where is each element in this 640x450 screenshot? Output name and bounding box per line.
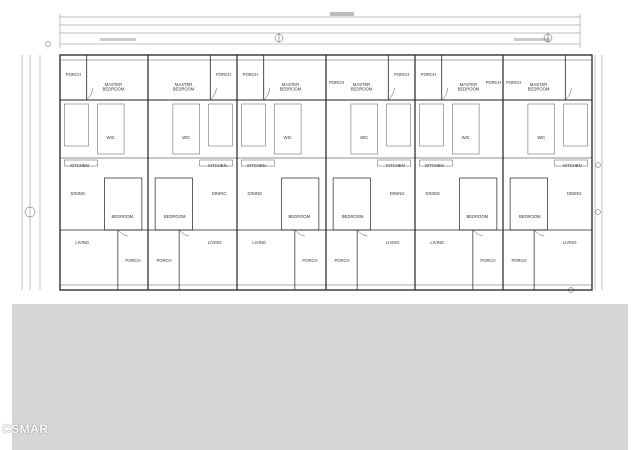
left-dimension-lines xyxy=(21,55,603,293)
room-label-wic: WIC xyxy=(360,135,368,140)
north-arrow-icon xyxy=(45,33,553,47)
room-label-porch: PORCH xyxy=(334,258,349,263)
room-label-living: LIVING xyxy=(386,240,400,245)
room-label-bedroom: BEDROOM xyxy=(164,214,186,219)
room-label-kitchen: KITCHEN xyxy=(425,163,443,168)
room-label-dining: DINING xyxy=(70,191,85,196)
room-label-porch: PORCH xyxy=(216,72,231,77)
room-label-dining: DINING xyxy=(567,191,582,196)
room-label-porch: PORCH xyxy=(480,258,495,263)
room-label-bedroom: BEDROOM xyxy=(111,214,133,219)
room-label-kitchen: KITCHEN xyxy=(247,163,265,168)
room-label-porch: PORCH xyxy=(302,258,317,263)
room-label-porch: PORCH xyxy=(486,80,501,85)
room-label-master-bedroom: BEDROOM xyxy=(280,87,302,92)
room-label-master-bedroom: MASTER xyxy=(460,82,477,87)
room-label-master-bedroom: MASTER xyxy=(105,82,122,87)
room-label-wic: WIC xyxy=(284,135,292,140)
room-label-master-bedroom: BEDROOM xyxy=(458,87,480,92)
room-label-master-bedroom: BEDROOM xyxy=(528,87,550,92)
room-label-wic: WIC xyxy=(182,135,190,140)
room-label-master-bedroom: MASTER xyxy=(353,82,370,87)
room-labels: PORCHMASTERBEDROOMWICKITCHENDININGBEDROO… xyxy=(66,72,582,263)
room-label-master-bedroom: MASTER xyxy=(175,82,192,87)
unit-divider-walls xyxy=(147,55,504,290)
room-label-porch: PORCH xyxy=(329,80,344,85)
room-label-living: LIVING xyxy=(75,240,89,245)
room-label-wic: WIC xyxy=(462,135,470,140)
room-label-master-bedroom: MASTER xyxy=(530,82,547,87)
room-label-kitchen: KITCHEN xyxy=(386,163,404,168)
room-label-wic: WIC xyxy=(107,135,115,140)
room-label-dining: DINING xyxy=(247,191,262,196)
room-label-master-bedroom: BEDROOM xyxy=(173,87,195,92)
room-label-master-bedroom: BEDROOM xyxy=(351,87,373,92)
room-label-kitchen: KITCHEN xyxy=(70,163,88,168)
room-label-bedroom: BEDROOM xyxy=(342,214,364,219)
watermark-logo: CSMAR xyxy=(2,422,49,436)
interior-walls xyxy=(60,55,592,290)
top-dimension-lines xyxy=(59,12,581,48)
room-label-bedroom: BEDROOM xyxy=(519,214,541,219)
room-label-porch: PORCH xyxy=(66,72,81,77)
room-label-porch: PORCH xyxy=(506,80,521,85)
room-label-master-bedroom: BEDROOM xyxy=(103,87,125,92)
room-label-bedroom: BEDROOM xyxy=(288,214,310,219)
room-label-master-bedroom: MASTER xyxy=(282,82,299,87)
room-label-kitchen: KITCHEN xyxy=(563,163,581,168)
room-label-bedroom: BEDROOM xyxy=(466,214,488,219)
room-label-living: LIVING xyxy=(563,240,577,245)
room-label-dining: DINING xyxy=(425,191,440,196)
room-label-dining: DINING xyxy=(212,191,227,196)
room-label-living: LIVING xyxy=(252,240,266,245)
room-label-living: LIVING xyxy=(208,240,222,245)
blank-lower-area xyxy=(12,304,628,450)
room-label-porch: PORCH xyxy=(125,258,140,263)
room-label-living: LIVING xyxy=(430,240,444,245)
room-label-kitchen: KITCHEN xyxy=(208,163,226,168)
room-label-wic: WIC xyxy=(537,135,545,140)
room-label-dining: DINING xyxy=(390,191,405,196)
room-label-porch: PORCH xyxy=(511,258,526,263)
room-label-porch: PORCH xyxy=(421,72,436,77)
room-label-porch: PORCH xyxy=(156,258,171,263)
room-label-porch: PORCH xyxy=(243,72,258,77)
room-label-porch: PORCH xyxy=(394,72,409,77)
